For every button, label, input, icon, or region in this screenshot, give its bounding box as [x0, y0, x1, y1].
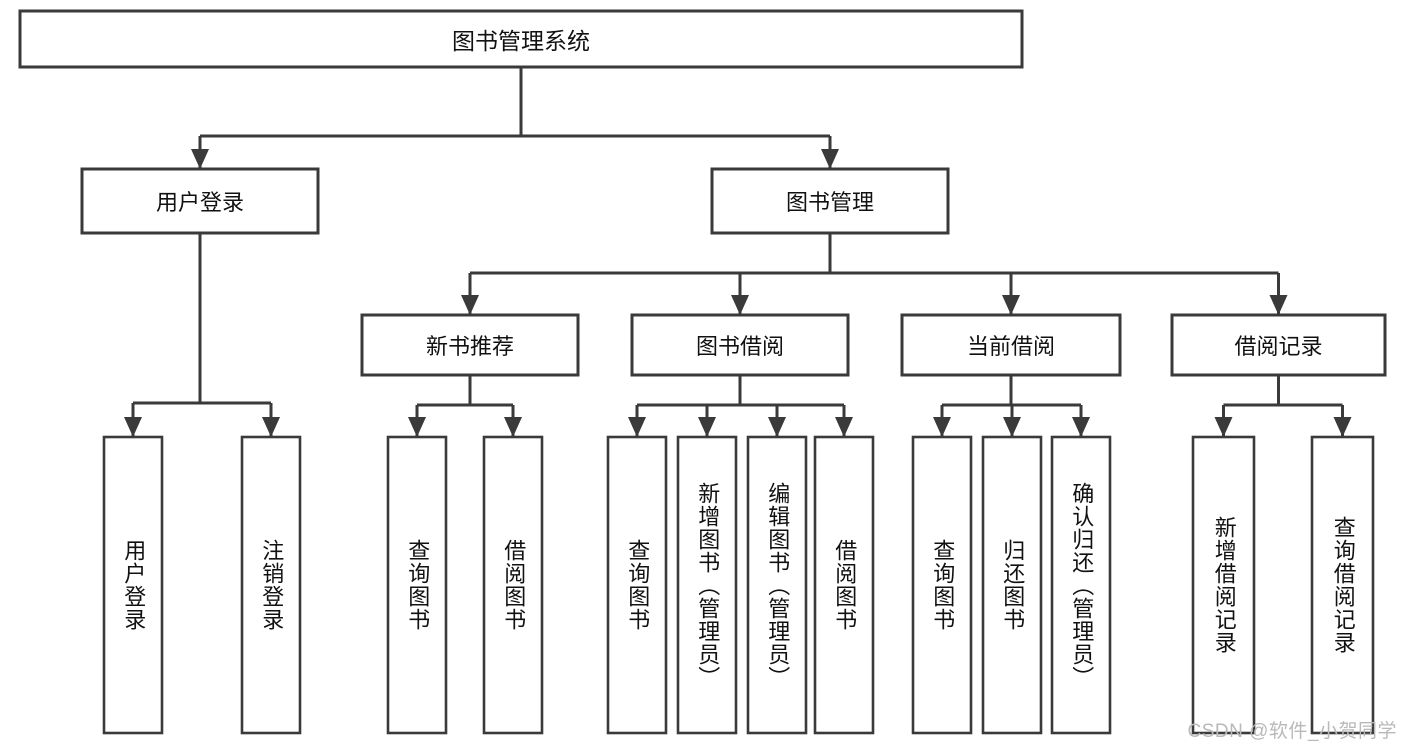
arrow-fn-borrow-book-recommend [504, 417, 522, 437]
node-box-fn-add-book[interactable] [676, 435, 738, 735]
arrow-fn-query-book-borrow [628, 417, 646, 437]
node-box-fn-user-login[interactable] [102, 435, 164, 735]
node-box-layer [18, 9, 1387, 735]
node-box-borrow-record[interactable] [1170, 313, 1387, 377]
arrow-fn-user-login [124, 417, 142, 437]
node-box-fn-add-borrow-record[interactable] [1191, 435, 1256, 735]
node-box-fn-query-book-current[interactable] [911, 435, 973, 735]
node-box-new-book-recommend[interactable] [360, 313, 580, 377]
arrow-user-login [191, 149, 209, 169]
node-box-current-borrow[interactable] [900, 313, 1122, 377]
node-box-fn-query-borrow-record[interactable] [1310, 435, 1375, 735]
connector-layer [124, 67, 1352, 437]
node-box-root[interactable] [18, 9, 1024, 69]
node-box-fn-borrow-book[interactable] [813, 435, 875, 735]
arrow-fn-logout [262, 417, 280, 437]
node-box-user-login[interactable] [80, 167, 320, 235]
node-box-fn-borrow-book-recommend[interactable] [482, 435, 544, 735]
arrow-fn-borrow-book [835, 417, 853, 437]
node-box-book-borrow[interactable] [630, 313, 850, 377]
node-box-fn-query-book-recommend[interactable] [386, 435, 448, 735]
arrow-new-book-recommend [461, 295, 479, 315]
node-box-book-management[interactable] [710, 167, 950, 235]
arrow-book-borrow [731, 295, 749, 315]
node-box-fn-logout[interactable] [240, 435, 302, 735]
node-box-fn-edit-book[interactable] [746, 435, 808, 735]
arrow-borrow-record [1269, 295, 1288, 315]
arrow-fn-query-book-recommend [408, 417, 426, 437]
arrow-fn-add-borrow-record [1214, 417, 1233, 437]
arrow-fn-confirm-return [1072, 417, 1090, 437]
node-box-fn-return-book[interactable] [981, 435, 1043, 735]
arrow-fn-add-book [698, 417, 716, 437]
arrow-fn-query-book-current [933, 417, 951, 437]
arrow-fn-query-borrow-record [1333, 417, 1352, 437]
arrow-current-borrow [1002, 295, 1020, 315]
node-box-fn-confirm-return[interactable] [1050, 435, 1112, 735]
node-box-fn-query-book-borrow[interactable] [606, 435, 668, 735]
arrow-fn-edit-book [768, 417, 786, 437]
arrow-fn-return-book [1003, 417, 1021, 437]
arrow-book-management [821, 149, 839, 169]
